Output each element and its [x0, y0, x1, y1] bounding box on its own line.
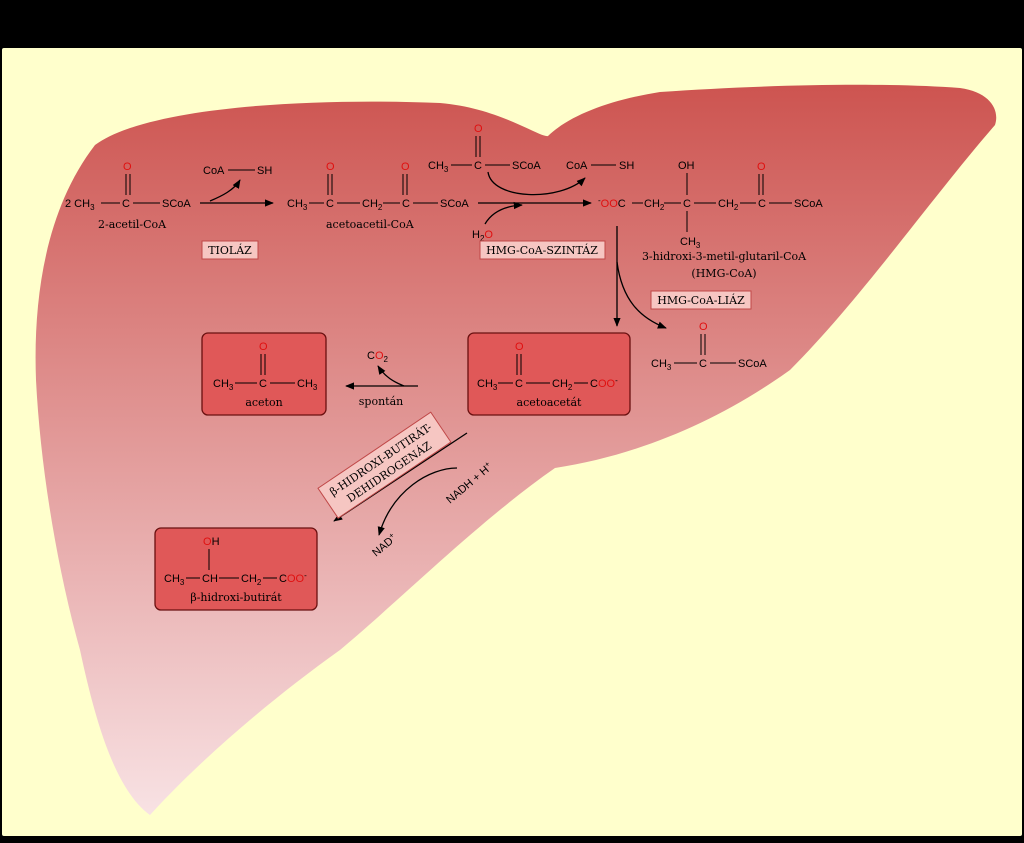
oxygen-label: O: [699, 321, 708, 333]
scoa-label: SCoA: [162, 198, 191, 210]
product-box: [154, 527, 318, 611]
oh-label: OH: [678, 160, 695, 172]
acetone-product: O CH3 C CH3 aceton: [201, 332, 327, 416]
liver-shape: [35, 84, 997, 816]
ch3-label: CH3: [428, 160, 449, 174]
scoa-label: SCoA: [794, 198, 823, 210]
enzyme-box: [201, 240, 259, 260]
carbon-label: C: [402, 198, 410, 210]
enzyme-label: TIOLÁZ: [208, 243, 252, 257]
nadh-nad-arrow: [377, 467, 458, 536]
co2-release-arrow: [377, 365, 405, 387]
enzyme-label: HMG-CoA-LIÁZ: [657, 293, 745, 307]
carbon-label: C: [758, 198, 766, 210]
ch2-label: CH2: [362, 198, 383, 212]
hmg-coa-abbrev: (HMG-CoA): [691, 267, 756, 280]
ch3-label: CH3: [651, 358, 672, 372]
coash-1: CoA SH: [203, 165, 272, 177]
carbon-label: C: [515, 378, 523, 390]
coash-2: CoA SH: [566, 160, 634, 172]
acetyl-coa-top-structure: O CH3 C SCoA: [428, 123, 541, 174]
acetoacetyl-coa-structure: CH3 C O CH2 C O SCoA acetoacetil-CoA: [287, 161, 469, 231]
carboxylate-label: COO-: [279, 571, 307, 585]
ch2-label: CH2: [552, 378, 573, 392]
oxygen-label: O: [474, 123, 483, 135]
ch2-label: CH2: [241, 573, 262, 587]
hmg-lyase-enzyme: HMG-CoA-LIÁZ: [650, 290, 752, 310]
acetyl-prefix: 2 CH3: [65, 198, 95, 212]
hydroxybutyrate-product: OH CH3 CH CH2 COO- β-hidroxi-butirát: [154, 527, 318, 611]
oxygen-label: O: [123, 161, 132, 173]
ch3-label: CH3: [680, 236, 701, 250]
carbon-label: C: [259, 378, 267, 390]
oxygen-label: O: [259, 341, 268, 353]
enzyme-box: [317, 411, 452, 519]
acetoacetyl-coa-name: acetoacetil-CoA: [326, 218, 415, 231]
carbon-label: C: [699, 358, 707, 370]
ch3-label: CH3: [297, 378, 318, 392]
acetyl-coa-uptake-arrow: [487, 171, 586, 196]
water-label: H2O: [472, 229, 493, 243]
coa-label: CoA: [566, 160, 588, 172]
acetone-name: aceton: [245, 396, 282, 409]
oxygen-label: O: [401, 161, 410, 173]
acetoacetate-product: O CH3 C CH2 COO- acetoacetát: [467, 332, 631, 416]
hydroxybutyrate-name: β-hidroxi-butirát: [190, 591, 282, 604]
acetyl-coa-name: 2-acetil-CoA: [98, 218, 167, 231]
ch3-label: CH3: [164, 573, 185, 587]
sh-label: SH: [619, 160, 634, 172]
coa-label: CoA: [203, 165, 225, 177]
hydroxyl-label: OH: [203, 536, 220, 548]
coash-release-arrow: [209, 179, 241, 202]
oxygen-label: O: [757, 161, 766, 173]
carbon-label: C: [326, 198, 334, 210]
sh-label: SH: [257, 165, 272, 177]
oxygen-label: O: [326, 161, 335, 173]
hmg-synthase-enzyme: HMG-CoA-SZINTÁZ: [479, 240, 606, 260]
ch2-label: CH2: [718, 198, 739, 212]
ch-label: CH: [202, 573, 218, 585]
carbon-label: C: [683, 198, 691, 210]
carbon-label: C: [474, 160, 482, 172]
enzyme-box: [479, 240, 606, 260]
enzyme-box: [650, 290, 752, 310]
carboxylate-label: -OOC: [598, 196, 626, 210]
carboxylate-label: COO-: [590, 376, 618, 390]
acetyl-coa-release-arrow: [616, 261, 667, 329]
acetyl-coa-structure: O 2 CH3 C SCoA 2-acetil-CoA: [65, 161, 191, 231]
scoa-label: SCoA: [440, 198, 469, 210]
ch3-label: CH3: [477, 378, 498, 392]
product-box: [467, 332, 631, 416]
scoa-label: SCoA: [738, 358, 767, 370]
ch2-label: CH2: [644, 198, 665, 212]
carbon-label: C: [122, 198, 130, 210]
hmg-coa-name: 3-hidroxi-3-metil-glutaril-CoA: [642, 250, 807, 263]
product-box: [201, 332, 327, 416]
enzyme-label: HMG-CoA-SZINTÁZ: [486, 243, 598, 257]
ch3-label: CH3: [213, 378, 234, 392]
spontaneous-label: spontán: [359, 395, 403, 408]
water-uptake-arrow: [484, 201, 523, 225]
hmg-coa-structure: -OOC CH2 C OH CH3 CH2 C O SCoA 3-hidroxi…: [598, 160, 823, 280]
acetyl-coa-product-structure: O CH3 C SCoA: [651, 321, 767, 372]
co2-label: CO2: [367, 350, 389, 364]
ch3-label: CH3: [287, 198, 308, 212]
thiolase-enzyme: TIOLÁZ: [201, 240, 259, 260]
oxygen-label: O: [515, 341, 524, 353]
scoa-label: SCoA: [512, 160, 541, 172]
acetoacetate-name: acetoacetát: [517, 396, 582, 409]
